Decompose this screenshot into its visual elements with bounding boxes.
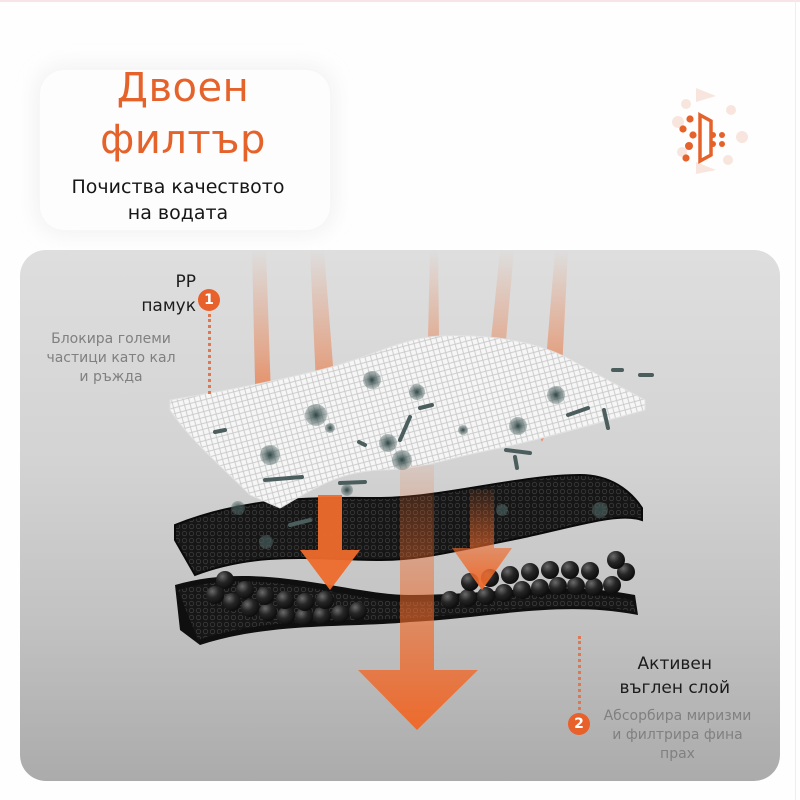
title-line-1: Двоен xyxy=(116,65,250,111)
page-title: Двоен филтър xyxy=(0,62,366,166)
layer-1-title-line-1: PP xyxy=(175,272,196,292)
layer-1-badge: 1 xyxy=(198,289,220,311)
title-card xyxy=(40,70,330,230)
layer-2-badge: 2 xyxy=(568,713,590,735)
page-subtitle: Почиства качеството на водата xyxy=(0,174,356,226)
layer-1-leader-line xyxy=(208,314,211,394)
layer-2-desc-line-3: прах xyxy=(660,746,695,762)
layer-2-leader-line xyxy=(578,636,581,710)
layer-2-title-line-2: въглен слой xyxy=(619,678,730,698)
layer-2-desc-line-1: Абсорбира миризми xyxy=(603,708,752,724)
layer-2-description: Абсорбира миризми и филтрира фина прах xyxy=(590,707,765,764)
diagram-panel: PP памук Блокира големи частици като кал… xyxy=(20,250,780,781)
filter-layers-illustration xyxy=(169,250,654,730)
title-line-2: филтър xyxy=(100,117,266,163)
subtitle-line-1: Почиства качеството xyxy=(71,176,285,198)
layer-1-desc-line-2: частици като кал xyxy=(46,350,176,366)
layer-1-title: PP памук xyxy=(76,270,196,318)
layer-2-title-line-1: Активен xyxy=(637,654,712,674)
layer-2-desc-line-2: и филтрира фина xyxy=(612,727,743,743)
layer-1-desc-line-3: и ръжда xyxy=(79,369,143,385)
layer-2-title: Активен въглен слой xyxy=(590,652,730,700)
layer-1-desc-line-1: Блокира големи xyxy=(51,331,171,347)
layer-1-description: Блокира големи частици като кал и ръжда xyxy=(26,330,196,387)
right-border xyxy=(795,0,796,800)
top-border xyxy=(0,0,800,2)
layer-1-title-line-2: памук xyxy=(141,296,196,316)
subtitle-line-2: на водата xyxy=(127,202,229,224)
filter-dots-icon xyxy=(672,88,748,174)
